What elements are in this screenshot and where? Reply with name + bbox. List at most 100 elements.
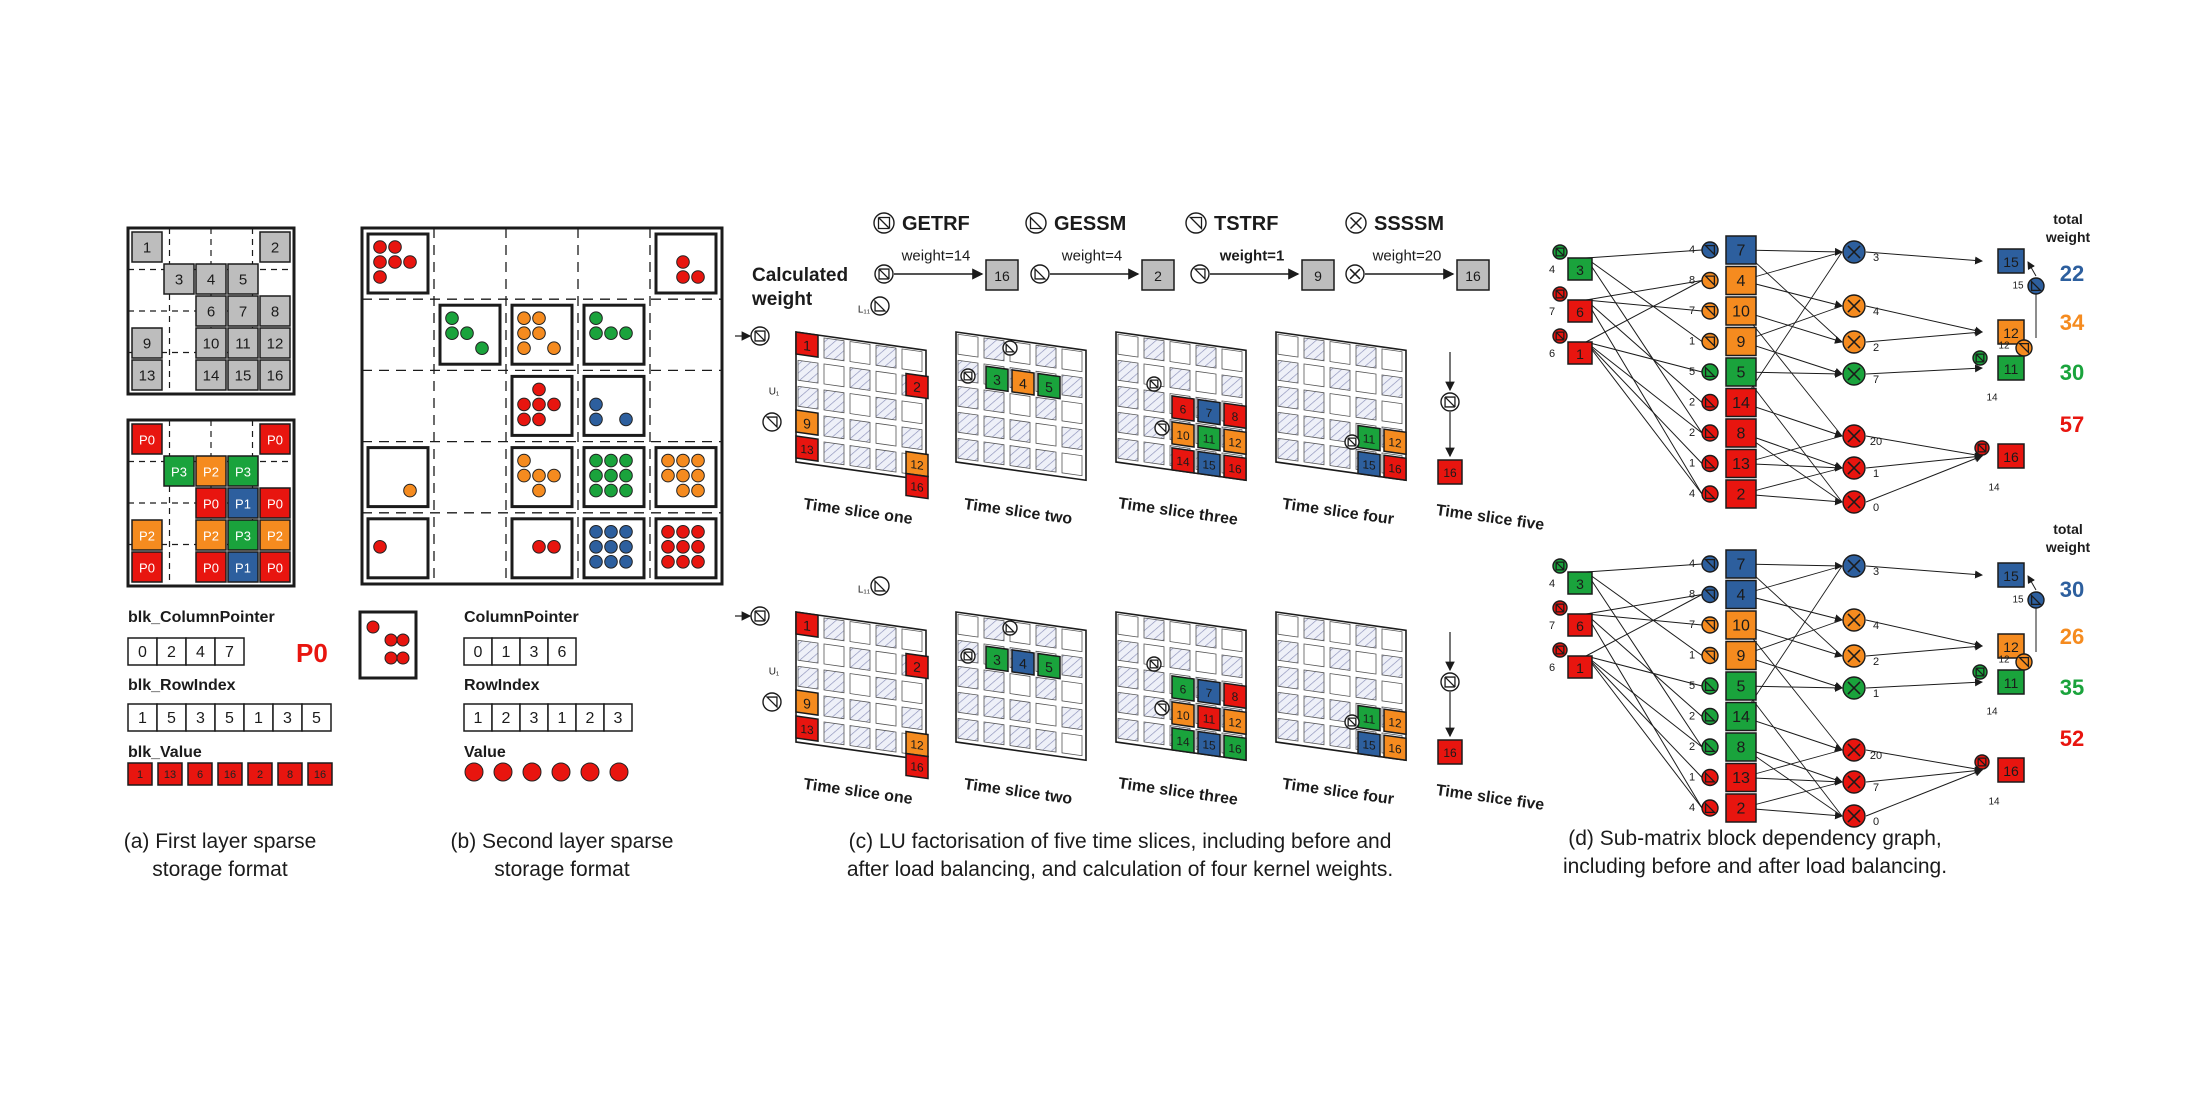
getrf-glyph — [963, 651, 973, 661]
block — [985, 365, 1009, 393]
grid-cell — [875, 624, 897, 649]
block — [1197, 450, 1221, 478]
weight-text: weight=1 — [1219, 248, 1285, 265]
nonzero-dot — [589, 326, 603, 341]
gray-block — [195, 327, 227, 359]
middle-block — [1725, 418, 1757, 448]
grid-cell — [1061, 680, 1083, 705]
tstrf-glyph — [1704, 650, 1716, 662]
tstrf-glyph — [1704, 558, 1716, 570]
nonzero-dot — [589, 311, 603, 326]
edge — [1865, 364, 1983, 375]
middle-block-label: 13 — [1732, 770, 1750, 787]
block-label: 12 — [910, 457, 924, 473]
middle-block — [1725, 326, 1757, 357]
process-block — [227, 519, 259, 551]
row-index-cell-label: 5 — [312, 710, 321, 727]
nonzero-dot — [676, 555, 690, 569]
process-block — [131, 423, 163, 455]
value-dot — [493, 762, 513, 782]
middle-block — [1725, 549, 1757, 579]
after-weight-orange: 26 — [2060, 624, 2084, 649]
gessm-glyph — [1704, 427, 1716, 439]
row-index-cell — [127, 703, 158, 732]
ssssm-glyph — [1847, 495, 1861, 509]
value-block-label: 6 — [197, 769, 203, 781]
tstrf-glyph — [1704, 619, 1716, 631]
grid-cell — [1381, 628, 1403, 653]
col-pointer-cell-label: 0 — [138, 644, 147, 661]
edge — [1585, 341, 1703, 464]
grid-cell — [1303, 337, 1325, 362]
getrf-glyph — [1975, 667, 1985, 677]
caption-b-line2: storage format — [494, 858, 630, 881]
col-pointer-cell-label: 1 — [502, 644, 511, 661]
tstrf-glyph — [2018, 656, 2030, 668]
nonzero-dot — [388, 240, 402, 254]
getrf-glyph — [754, 610, 766, 622]
col-pointer-cell-label: 4 — [196, 644, 205, 661]
grid-cell — [1035, 344, 1057, 369]
edge — [1865, 678, 1983, 689]
edge — [1741, 432, 1843, 503]
edge — [1741, 655, 1843, 690]
edge — [1741, 683, 1843, 692]
nonzero-dot — [661, 468, 675, 483]
block-label: 16 — [910, 479, 924, 495]
block — [1383, 708, 1407, 736]
process-block — [259, 519, 291, 551]
blk-value-label: blk_Value — [128, 744, 202, 761]
nonzero-dot — [589, 540, 603, 554]
middle-block-label: 9 — [1737, 648, 1746, 665]
grid-cell — [1009, 419, 1031, 443]
grid-cell — [1277, 437, 1299, 462]
edge — [1741, 341, 1843, 376]
block-label: 16 — [910, 759, 924, 775]
target-block — [1997, 355, 2025, 381]
block-label: 2 — [913, 658, 921, 675]
row-index-cell — [185, 703, 216, 732]
value-dot — [464, 762, 484, 782]
sub-block — [366, 446, 430, 509]
edge — [1741, 249, 1843, 343]
weight-number: 1 — [1689, 458, 1695, 470]
grid-cell — [1009, 699, 1031, 723]
edge — [1585, 613, 1703, 717]
total-weight-label-top-1: total — [2053, 211, 2083, 227]
edge — [1865, 452, 1983, 469]
process-block-label: P2 — [139, 529, 155, 544]
ssssm-glyph — [1847, 299, 1861, 313]
second-layer-matrix — [360, 226, 724, 586]
col-pointer-cell — [185, 637, 216, 666]
getrf-glyph — [1347, 717, 1357, 727]
grid-cell — [1061, 400, 1083, 425]
middle-block-label: 5 — [1737, 679, 1746, 696]
edge — [1865, 768, 1983, 817]
getrf-glyph — [1555, 603, 1565, 613]
gray-block-label: 11 — [235, 336, 251, 353]
time-slice-label: Time slice five — [1435, 502, 1546, 534]
process-block-label: P0 — [267, 497, 283, 512]
weight-text: weight=4 — [1061, 248, 1122, 265]
block — [1011, 649, 1035, 676]
caption-d-line1: (d) Sub-matrix block dependency graph, — [1568, 827, 1942, 850]
grid-cell — [797, 385, 819, 410]
grid-cell — [901, 628, 923, 653]
grid-cell — [983, 695, 1005, 720]
final-block — [1437, 459, 1463, 485]
weight-number: 14 — [1986, 393, 1998, 404]
nonzero-dot — [517, 412, 531, 427]
block — [1197, 424, 1221, 452]
block-label: 5 — [1045, 379, 1053, 396]
weight-text: weight=14 — [901, 248, 971, 265]
edge — [1585, 594, 1703, 615]
grid-cell — [1329, 647, 1351, 671]
nonzero-dot — [589, 412, 603, 427]
block — [1223, 734, 1247, 762]
nonzero-dot — [619, 412, 633, 427]
target-block — [1997, 562, 2025, 588]
legend-label: SSSSM — [1374, 213, 1444, 235]
process-block — [227, 551, 259, 583]
